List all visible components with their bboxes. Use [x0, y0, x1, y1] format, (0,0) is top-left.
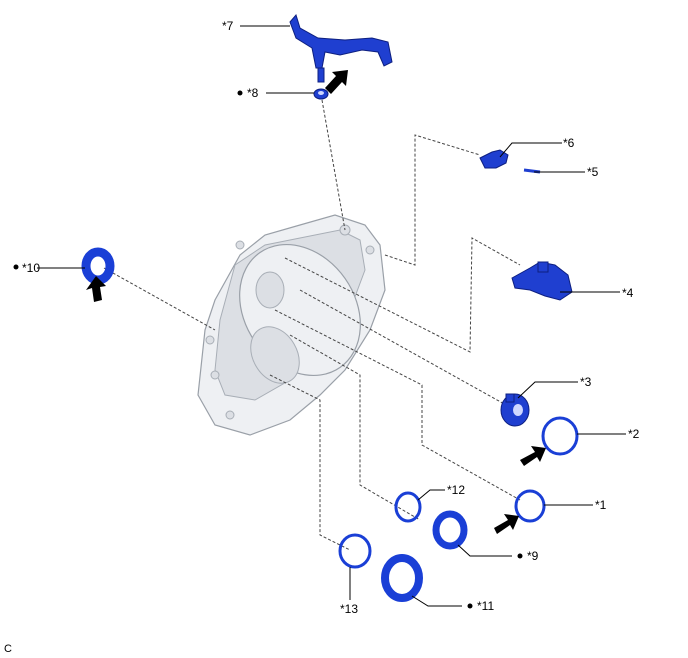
part-3-seal: [500, 393, 530, 427]
part-4-connector-bracket: [511, 261, 573, 301]
arrow-icon-part-1: [494, 514, 519, 534]
callout-6: *6: [563, 136, 575, 150]
arrow-icon-part-8: [325, 70, 348, 94]
arrow-icon-part-10: [86, 276, 106, 302]
callout-13: *13: [340, 602, 358, 616]
part-11-race: [381, 554, 423, 602]
arrow-icon-part-2: [520, 446, 546, 466]
part-9-race: [432, 510, 468, 550]
callout-11: *11: [477, 599, 494, 613]
callout-3: *3: [580, 375, 592, 389]
callout-1: *1: [595, 498, 607, 512]
leader-lines: [37, 25, 626, 607]
callout-7: *7: [222, 19, 234, 33]
callout-4: *4: [622, 286, 634, 300]
part-1-o-ring: [514, 489, 546, 523]
callout-2: *2: [628, 427, 640, 441]
callout-8: *8: [247, 86, 259, 100]
callout-9: *9: [527, 549, 539, 563]
bullet-dots: [13, 90, 523, 609]
part-10-seal: [81, 247, 115, 285]
part-8-bushing: [313, 88, 329, 100]
callout-12: *12: [447, 483, 465, 497]
part-6-sensor: [479, 149, 509, 169]
part-13-o-ring: [338, 533, 372, 569]
callout-5: *5: [587, 165, 599, 179]
part-7-bracket: [289, 13, 393, 83]
part-12-o-ring: [394, 491, 422, 523]
transaxle-case: [197, 214, 386, 436]
callout-10: *10: [22, 261, 40, 275]
part-2-o-ring: [541, 416, 579, 456]
corner-code: C: [4, 643, 12, 655]
